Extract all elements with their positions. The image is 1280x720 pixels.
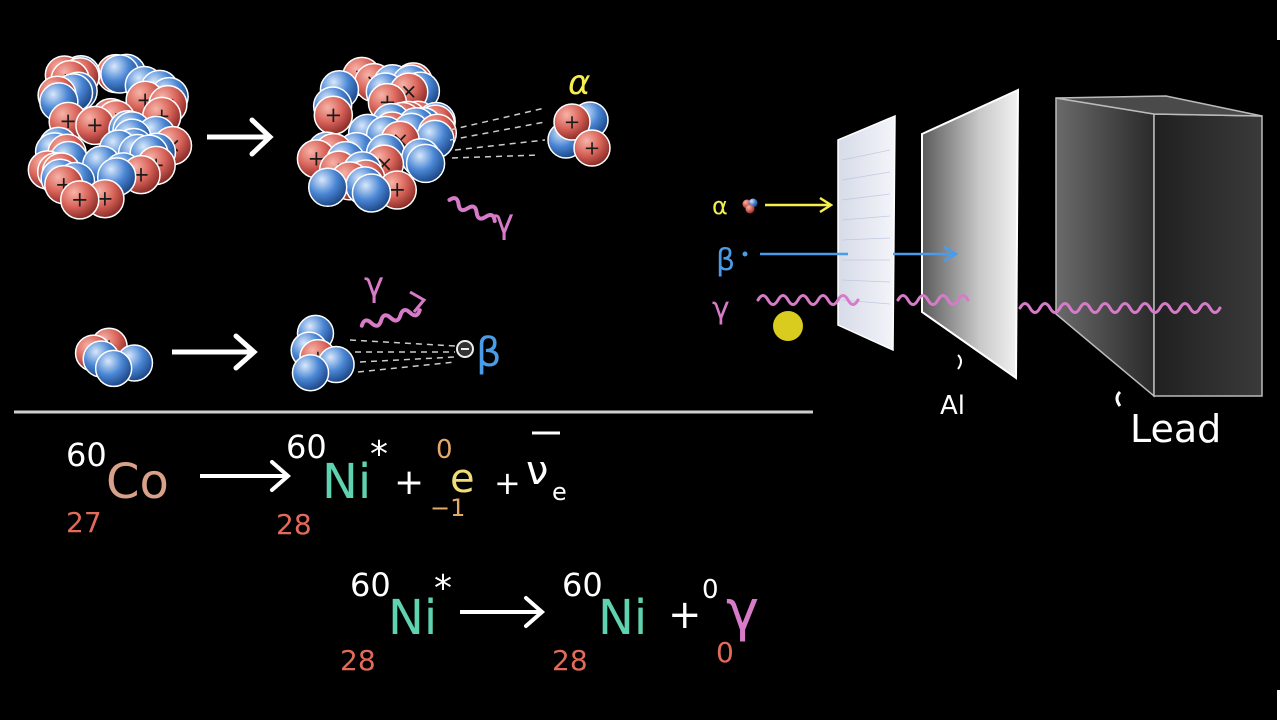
plus-sign-2: + [494,464,521,502]
beta-ray-particle [742,251,748,257]
proton-charge-sign: + [71,188,89,212]
neutron [307,167,348,208]
alpha-motion-lines [449,107,546,159]
decay-arrow-beta [172,333,258,371]
ni2-symbol: Ni [598,590,647,646]
electron-symbol: e [450,456,475,502]
alpha-ray-arrow [765,196,834,214]
antineutrino-subscript: e [552,478,567,506]
gamma-atomic-number: 0 [716,636,734,669]
daughter-nucleus-alpha: ××××+++×++++××+×++++ [296,56,458,213]
proton-charge-sign: + [86,113,104,137]
proton-charge-sign: + [584,136,601,159]
gamma-mass-number: 0 [702,575,719,605]
neutron [94,349,133,388]
beta-ray-label: β [716,243,735,278]
ni2-mass-number: 60 [562,566,603,604]
co-mass-number: 60 [66,436,107,474]
alpha-label: α [568,63,590,103]
proton [573,129,611,167]
aluminium-sheet [921,88,1020,380]
plus-sign-1: + [394,462,424,503]
gamma-label-mid: γ [364,265,384,305]
al-pointer [957,354,962,370]
neutron [291,353,330,392]
co-symbol: Co [106,454,169,510]
ni1-mass-number: 60 [350,566,391,604]
alpha-ray-particle [742,198,758,214]
co-atomic-number: 27 [66,506,102,539]
gamma-wave-top [447,196,497,224]
proton [59,180,100,220]
proton [553,103,591,141]
plus-sign: + [668,592,702,638]
lead-label: Lead [1130,407,1221,451]
frame-edge-bottom [1277,690,1280,720]
decay-arrow-alpha [207,117,274,157]
gamma-symbol: γ [726,579,759,644]
proton-charge-sign: + [132,162,150,186]
neutron [351,173,392,213]
equation-beta-decay: 60 Co 27 60 Ni * 28 + 0 e −1 + ν e [66,428,567,541]
proton-charge-sign: + [59,109,77,133]
gamma-label-top: γ [494,202,514,242]
beta-motion-lines [349,339,456,373]
gamma-ray-wave [756,294,1222,314]
ni-excited-mark: * [370,434,388,475]
electron-charge: −1 [430,494,465,522]
alpha-particle: ++ [547,101,611,167]
cursor-dot [773,311,803,341]
ni1-excited-mark: * [434,568,452,609]
proton-charge-sign: + [564,110,581,133]
gamma-wave-mid [359,308,422,328]
ni-atomic-number: 28 [276,508,312,541]
al-label: Al [940,391,965,421]
ni2-atomic-number: 28 [552,644,588,677]
ni-symbol: Ni [322,454,371,510]
parent-nucleus-small: +× [74,327,154,388]
electron-mass-number: 0 [436,435,453,465]
daughter-nucleus-beta: + [290,314,355,392]
gamma-ray-label: γ [712,291,730,326]
frame-edge-top [1277,0,1280,40]
antineutrino-symbol: ν [526,448,548,494]
paper-sheet [837,114,896,352]
beta-label: β [476,330,502,376]
ni-mass-number: 60 [286,428,327,466]
alpha-ray-label: α [712,192,728,220]
proton-charge-sign: + [325,103,343,127]
parent-nucleus-large: ×++×++×+++++×+++×+++++ [27,53,193,220]
ni1-atomic-number: 28 [340,644,376,677]
equation-gamma-emission: 60 Ni * 28 60 Ni 28 + 0 0 γ [340,566,759,677]
lead-pointer [1115,390,1122,407]
proton-charge-sign: + [388,178,406,202]
proton-charge-sign: + [96,186,114,210]
ni1-symbol: Ni [388,590,437,646]
beta-ray-arrow [760,245,959,263]
lead-block [1055,95,1263,398]
neutron [405,143,446,184]
